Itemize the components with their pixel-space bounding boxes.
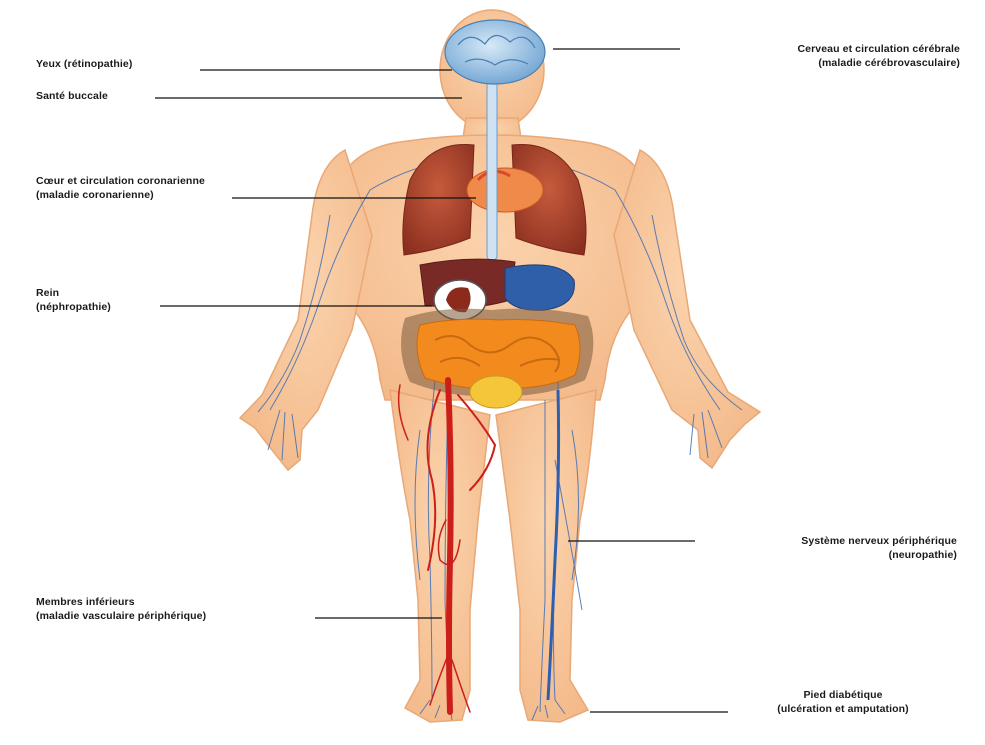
brain <box>445 20 545 84</box>
label-brain: Cerveau et circulation cérébrale (maladi… <box>797 42 960 70</box>
label-nervous-system-subtitle: (neuropathie) <box>801 548 957 562</box>
spinal-cord <box>487 70 497 260</box>
stomach <box>505 265 574 310</box>
label-foot: Pied diabétique (ulcération et amputatio… <box>732 688 954 716</box>
label-nervous-system-title: Système nerveux périphérique <box>801 534 957 548</box>
label-oral-health: Santé buccale <box>36 89 108 103</box>
label-lower-limbs-subtitle: (maladie vasculaire périphérique) <box>36 609 206 623</box>
label-eyes-text: Yeux (rétinopathie) <box>36 57 132 71</box>
label-foot-title: Pied diabétique <box>732 688 954 702</box>
bladder <box>470 376 522 408</box>
heart <box>467 168 543 212</box>
label-kidney: Rein (néphropathie) <box>36 286 111 314</box>
label-eyes: Yeux (rétinopathie) <box>36 57 132 71</box>
label-heart-title: Cœur et circulation coronarienne <box>36 174 205 188</box>
label-brain-title: Cerveau et circulation cérébrale <box>797 42 960 56</box>
label-oral-health-text: Santé buccale <box>36 89 108 103</box>
label-foot-subtitle: (ulcération et amputation) <box>732 702 954 716</box>
label-nervous-system: Système nerveux périphérique (neuropathi… <box>801 534 957 562</box>
label-brain-subtitle: (maladie cérébrovasculaire) <box>797 56 960 70</box>
label-heart-subtitle: (maladie coronarienne) <box>36 188 205 202</box>
label-lower-limbs-title: Membres inférieurs <box>36 595 206 609</box>
label-heart: Cœur et circulation coronarienne (maladi… <box>36 174 205 202</box>
label-kidney-subtitle: (néphropathie) <box>36 300 111 314</box>
label-kidney-title: Rein <box>36 286 111 300</box>
label-lower-limbs: Membres inférieurs (maladie vasculaire p… <box>36 595 206 623</box>
